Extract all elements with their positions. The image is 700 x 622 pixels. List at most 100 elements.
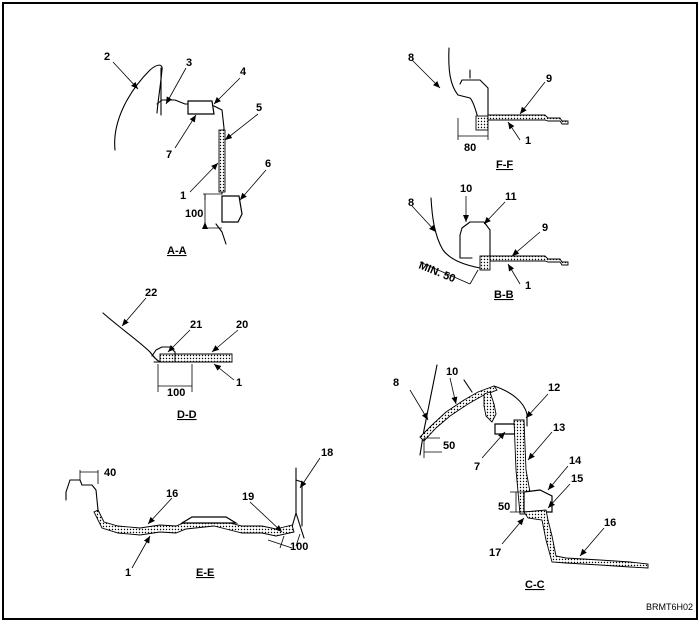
callout-13: 13 [553, 422, 565, 434]
d-d-sealer-cap [151, 346, 176, 361]
f-f-dimension-80: 80 [464, 142, 476, 154]
c-c-dim-upper [423, 437, 442, 458]
figure-code: BRMT6H02 [646, 602, 693, 612]
callout-10: 10 [446, 366, 458, 378]
f-f-title: F-F [496, 159, 513, 171]
a-a-lower-edge [215, 223, 227, 245]
callout-12: 12 [548, 382, 560, 394]
callout-leader-2 [112, 61, 139, 90]
callout-17: 17 [489, 547, 501, 559]
f-f-pillar [448, 47, 479, 119]
callout-leader-14 [547, 465, 569, 491]
callout-leader-16 [579, 527, 605, 557]
a-a-sealer-block-upper [187, 100, 215, 115]
callout-1: 1 [125, 567, 131, 579]
callout-leader-16 [147, 497, 173, 525]
callout-leader-7 [174, 114, 197, 149]
callout-5: 5 [256, 102, 262, 114]
b-b-trim [459, 221, 491, 257]
e-e-dim-bottom [267, 533, 301, 549]
f-f-floor-sealer [487, 114, 569, 125]
e-e-dimension-40: 40 [104, 467, 116, 479]
c-c-floor-sealer [523, 509, 649, 569]
callout-1: 1 [180, 190, 186, 202]
callout-leader-1 [131, 535, 151, 569]
callout-leader-8 [411, 59, 441, 89]
b-b-pillar [430, 197, 481, 269]
callout-leader-1 [507, 263, 521, 285]
callout-8: 8 [393, 377, 399, 389]
callout-14: 14 [569, 455, 582, 467]
callout-8: 8 [408, 52, 414, 64]
view-e-e: 40 100 18 16 19 1 E-E [65, 447, 333, 579]
callout-leader-11 [483, 201, 506, 225]
callout-16: 16 [604, 517, 616, 529]
c-c-left-bead [483, 391, 497, 423]
callout-7: 7 [166, 149, 172, 161]
callout-8: 8 [408, 197, 414, 209]
callout-1: 1 [525, 135, 531, 147]
c-c-upper-sealer [419, 385, 498, 442]
f-f-sealer-corner [475, 115, 489, 131]
callout-9: 9 [546, 73, 552, 85]
callout-10: 10 [460, 183, 472, 195]
callout-leader-8 [411, 205, 437, 233]
callout-leader-15 [547, 483, 571, 509]
c-c-dim-lower [510, 491, 524, 513]
callout-21: 21 [190, 319, 202, 331]
b-b-floor-sealer [489, 255, 569, 266]
callout-leader-3 [165, 67, 187, 105]
callout-7: 7 [474, 461, 480, 473]
callout-leader-6 [239, 169, 267, 201]
e-e-dimension-100: 100 [290, 541, 308, 553]
callout-1: 1 [525, 280, 531, 292]
a-a-title: A-A [167, 245, 187, 257]
view-d-d: 22 21 20 1 100 D-D [102, 287, 248, 421]
callout-leader-20 [211, 329, 239, 353]
callout-leader-1 [507, 121, 521, 141]
b-b-title: B-B [494, 289, 514, 301]
callout-1: 1 [236, 377, 242, 389]
callout-leader-17 [501, 517, 525, 545]
d-d-floor-sealer [174, 353, 233, 363]
callout-leader-19 [249, 501, 283, 533]
callout-11: 11 [505, 191, 517, 203]
c-c-dimension-50-lower: 50 [498, 501, 510, 513]
callout-leader-4 [213, 77, 241, 105]
callout-leader-1 [213, 363, 235, 381]
view-a-a: 2 3 4 5 6 7 1 100 A-A [104, 51, 271, 257]
callout-19: 19 [242, 491, 254, 503]
callout-3: 3 [186, 57, 192, 69]
d-d-dimension-100: 100 [167, 387, 185, 399]
d-d-title: D-D [177, 409, 197, 421]
f-f-dim-lines [457, 118, 489, 140]
callout-leader-1 [189, 162, 219, 193]
callout-20: 20 [236, 319, 248, 331]
callout-leader-10 [449, 377, 458, 405]
callout-leader-18 [299, 457, 321, 489]
d-d-dim-lines [157, 364, 193, 392]
callout-18: 18 [321, 447, 333, 459]
e-e-dim-top [79, 470, 99, 484]
callout-15: 15 [571, 473, 583, 485]
c-c-seal-block-lower [523, 489, 553, 513]
callout-leader-9 [519, 81, 546, 115]
callout-leader-12 [525, 393, 549, 419]
b-b-dim-lines [419, 261, 479, 285]
b-b-sealer-corner [479, 255, 491, 271]
d-d-panel [102, 312, 161, 363]
a-a-sealer-block-lower [221, 195, 243, 223]
a-a-sealer-bead [218, 129, 226, 193]
callout-22: 22 [145, 287, 157, 299]
c-c-dimension-50-upper: 50 [443, 440, 455, 452]
f-f-trim [459, 79, 489, 119]
callout-leader-13 [527, 431, 553, 461]
a-a-dimension-100: 100 [185, 208, 203, 220]
callout-6: 6 [265, 158, 271, 170]
callout-4: 4 [240, 66, 247, 78]
callout-leader-9 [511, 231, 541, 257]
e-e-title: E-E [196, 567, 214, 579]
